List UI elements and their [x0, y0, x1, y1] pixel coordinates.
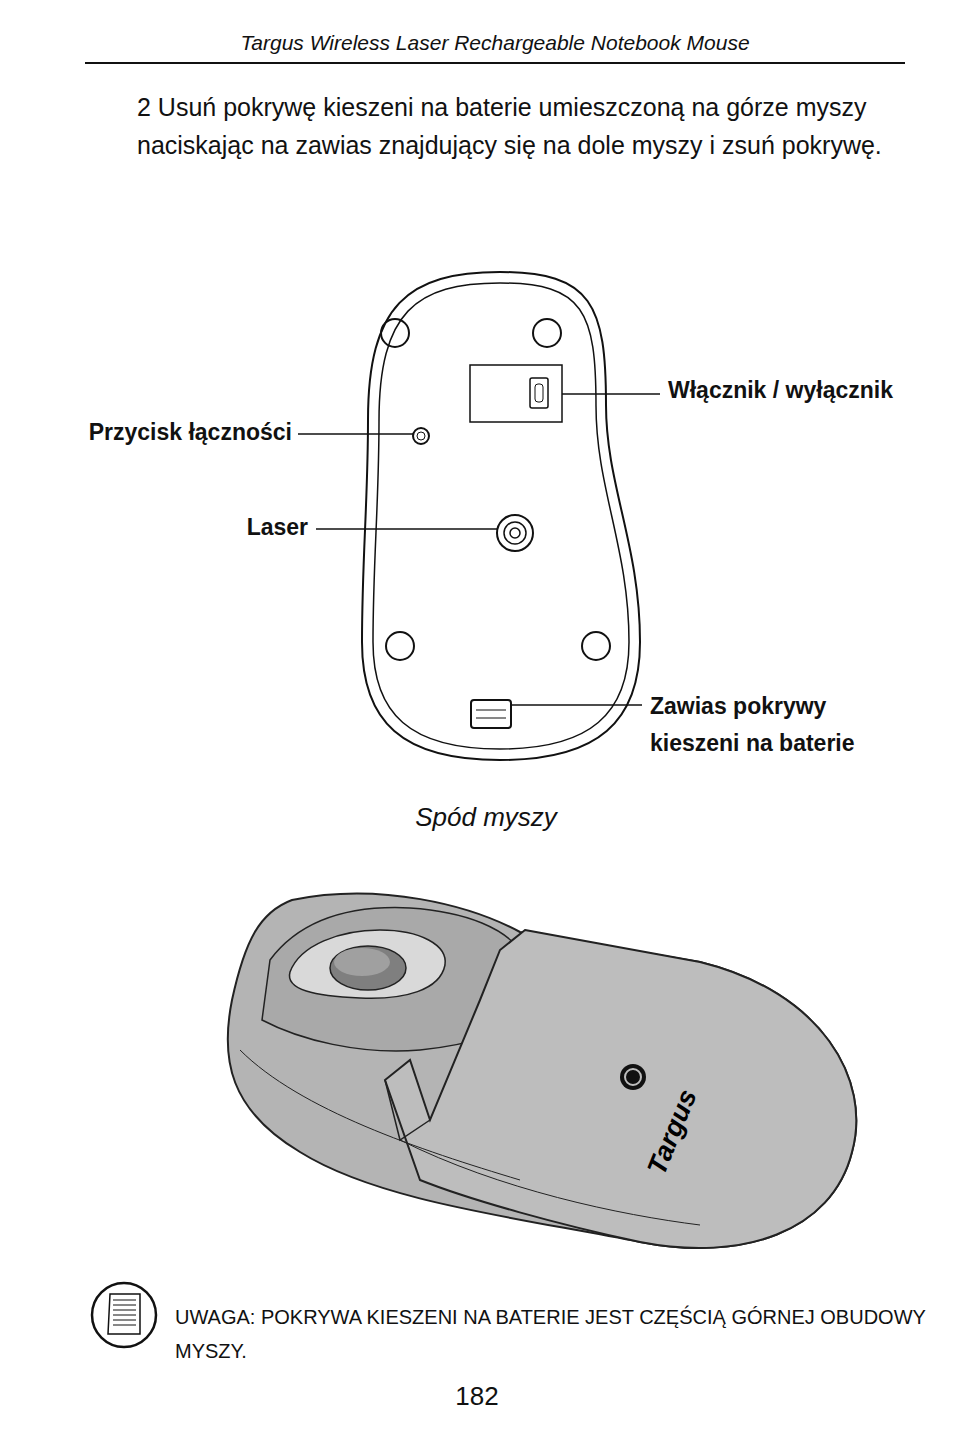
header-rule: [85, 62, 905, 64]
scroll-area: [289, 930, 445, 998]
leader-lines: [298, 394, 660, 705]
body-seam: [240, 1050, 520, 1180]
power-switch: [530, 378, 548, 408]
outer-shell: [362, 272, 640, 760]
part-label: Zawias pokrywy kieszeni na baterie: [650, 688, 920, 762]
scroll-wheel-highlight: [334, 948, 390, 976]
top-cover: [385, 930, 856, 1248]
leader-line: [316, 528, 497, 530]
label-plate: [470, 365, 562, 422]
connect-button: [413, 428, 429, 444]
targus-logo-ring: [625, 1069, 641, 1085]
cover-hinge: [471, 700, 511, 728]
hinge-grip: [476, 710, 506, 711]
leader-line: [511, 704, 642, 706]
foot: [582, 632, 610, 660]
mouse-top-view: [228, 894, 857, 1248]
power-switch-knob: [535, 384, 543, 402]
leader-line: [562, 393, 660, 395]
step-text: 2 Usuń pokrywę kieszeni na baterie umies…: [137, 88, 917, 164]
running-header: Targus Wireless Laser Rechargeable Noteb…: [85, 30, 905, 56]
laser-ring: [504, 522, 526, 544]
laser-window: [497, 515, 533, 551]
inner-shell: [373, 283, 629, 749]
note-icon: [92, 1283, 156, 1347]
note-text: UWAGA: POKRYWA KIESZENI NA BATERIE JEST …: [175, 1300, 935, 1368]
connect-button-core: [417, 432, 425, 440]
part-label: Przycisk łączności: [30, 418, 292, 447]
page-number: 182: [427, 1380, 527, 1413]
foot: [381, 319, 409, 347]
scroll-wheel: [330, 946, 406, 990]
figure-caption: Spód myszy: [336, 801, 636, 833]
mouse-body: [228, 894, 857, 1248]
note-page: [108, 1294, 140, 1334]
mouse-underside: [362, 272, 640, 760]
part-label: Włącznik / wyłącznik: [668, 376, 893, 405]
foot: [386, 632, 414, 660]
part-label: Laser: [200, 513, 308, 542]
cover-edge: [385, 1080, 430, 1140]
leader-line: [298, 433, 413, 435]
note-circle: [92, 1283, 156, 1347]
targus-logo-mark: [620, 1064, 646, 1090]
hinge-grip: [476, 718, 506, 719]
laser-lens: [510, 528, 520, 538]
foot: [533, 319, 561, 347]
